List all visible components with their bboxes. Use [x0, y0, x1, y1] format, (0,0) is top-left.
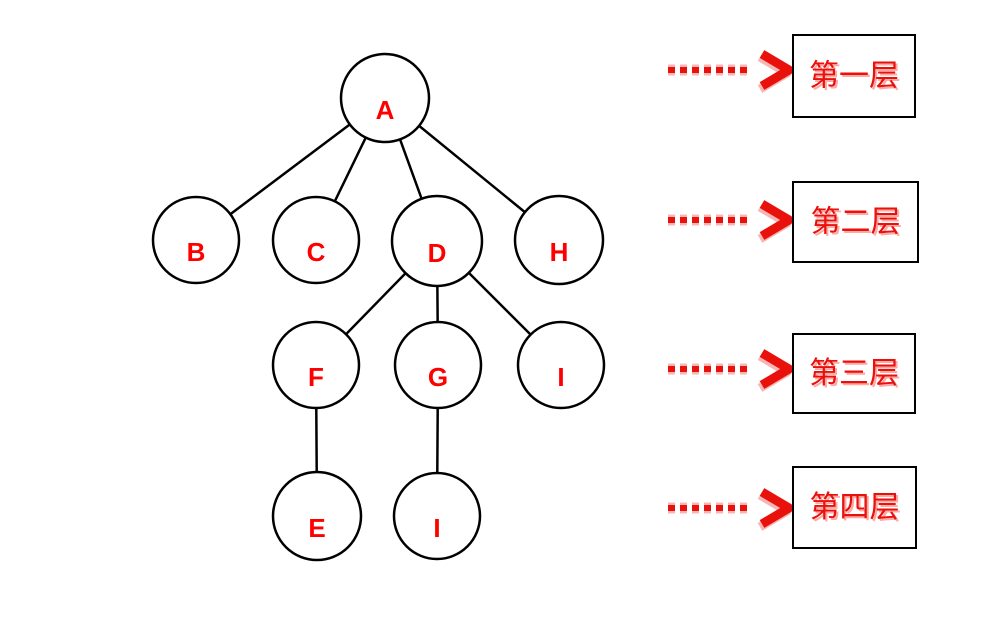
tree-node-E: E	[271, 470, 363, 562]
layer-label-shadow: 第三层	[811, 359, 901, 392]
layer-box	[792, 34, 916, 118]
node-label: B	[187, 237, 206, 267]
node-label: G	[428, 362, 448, 392]
node-label: E	[308, 513, 325, 543]
tree-node-D: D	[390, 194, 484, 288]
node-label: C	[307, 237, 326, 267]
layer-label: 第三层	[809, 357, 899, 390]
tree-nodes: A B C D H F G I E I	[151, 52, 606, 562]
layer-box	[792, 466, 917, 549]
node-label: F	[308, 362, 324, 392]
node-circle	[151, 195, 241, 285]
node-label: I	[433, 513, 440, 543]
node-circle	[390, 194, 484, 288]
tree-node-A: A	[339, 52, 431, 144]
tree-node-F: F	[271, 320, 361, 410]
arrowhead-icon	[759, 349, 794, 389]
node-circle	[271, 320, 361, 410]
node-label: H	[550, 237, 569, 267]
tree-node-I4: I	[392, 471, 482, 561]
layer-label-shadow: 第二层	[813, 208, 903, 241]
arrowhead-icon	[759, 200, 794, 240]
tree-node-G: G	[393, 320, 483, 410]
node-label: I	[557, 362, 564, 392]
layer-label-shadow: 第四层	[812, 493, 902, 526]
tree-edges	[195, 97, 562, 517]
node-circle	[392, 471, 482, 561]
layer-label-shadow: 第一层	[811, 62, 901, 95]
node-circle	[271, 195, 361, 285]
arrowhead-icon	[759, 488, 794, 528]
node-label: D	[428, 238, 447, 268]
node-circle	[271, 470, 363, 562]
layer-box	[792, 333, 916, 414]
tree-node-B: B	[151, 195, 241, 285]
node-circle	[513, 194, 605, 286]
tree-node-C: C	[271, 195, 361, 285]
node-circle	[516, 320, 606, 410]
node-circle	[393, 320, 483, 410]
tree-node-I3: I	[516, 320, 606, 410]
layer-label: 第四层	[810, 491, 900, 524]
node-label: A	[376, 95, 395, 125]
tree-node-H: H	[513, 194, 605, 286]
layer-label: 第二层	[811, 206, 901, 239]
layer-box	[792, 181, 919, 263]
arrowhead-icon	[759, 50, 794, 90]
node-circle	[339, 52, 431, 144]
layer-label: 第一层	[809, 60, 899, 93]
